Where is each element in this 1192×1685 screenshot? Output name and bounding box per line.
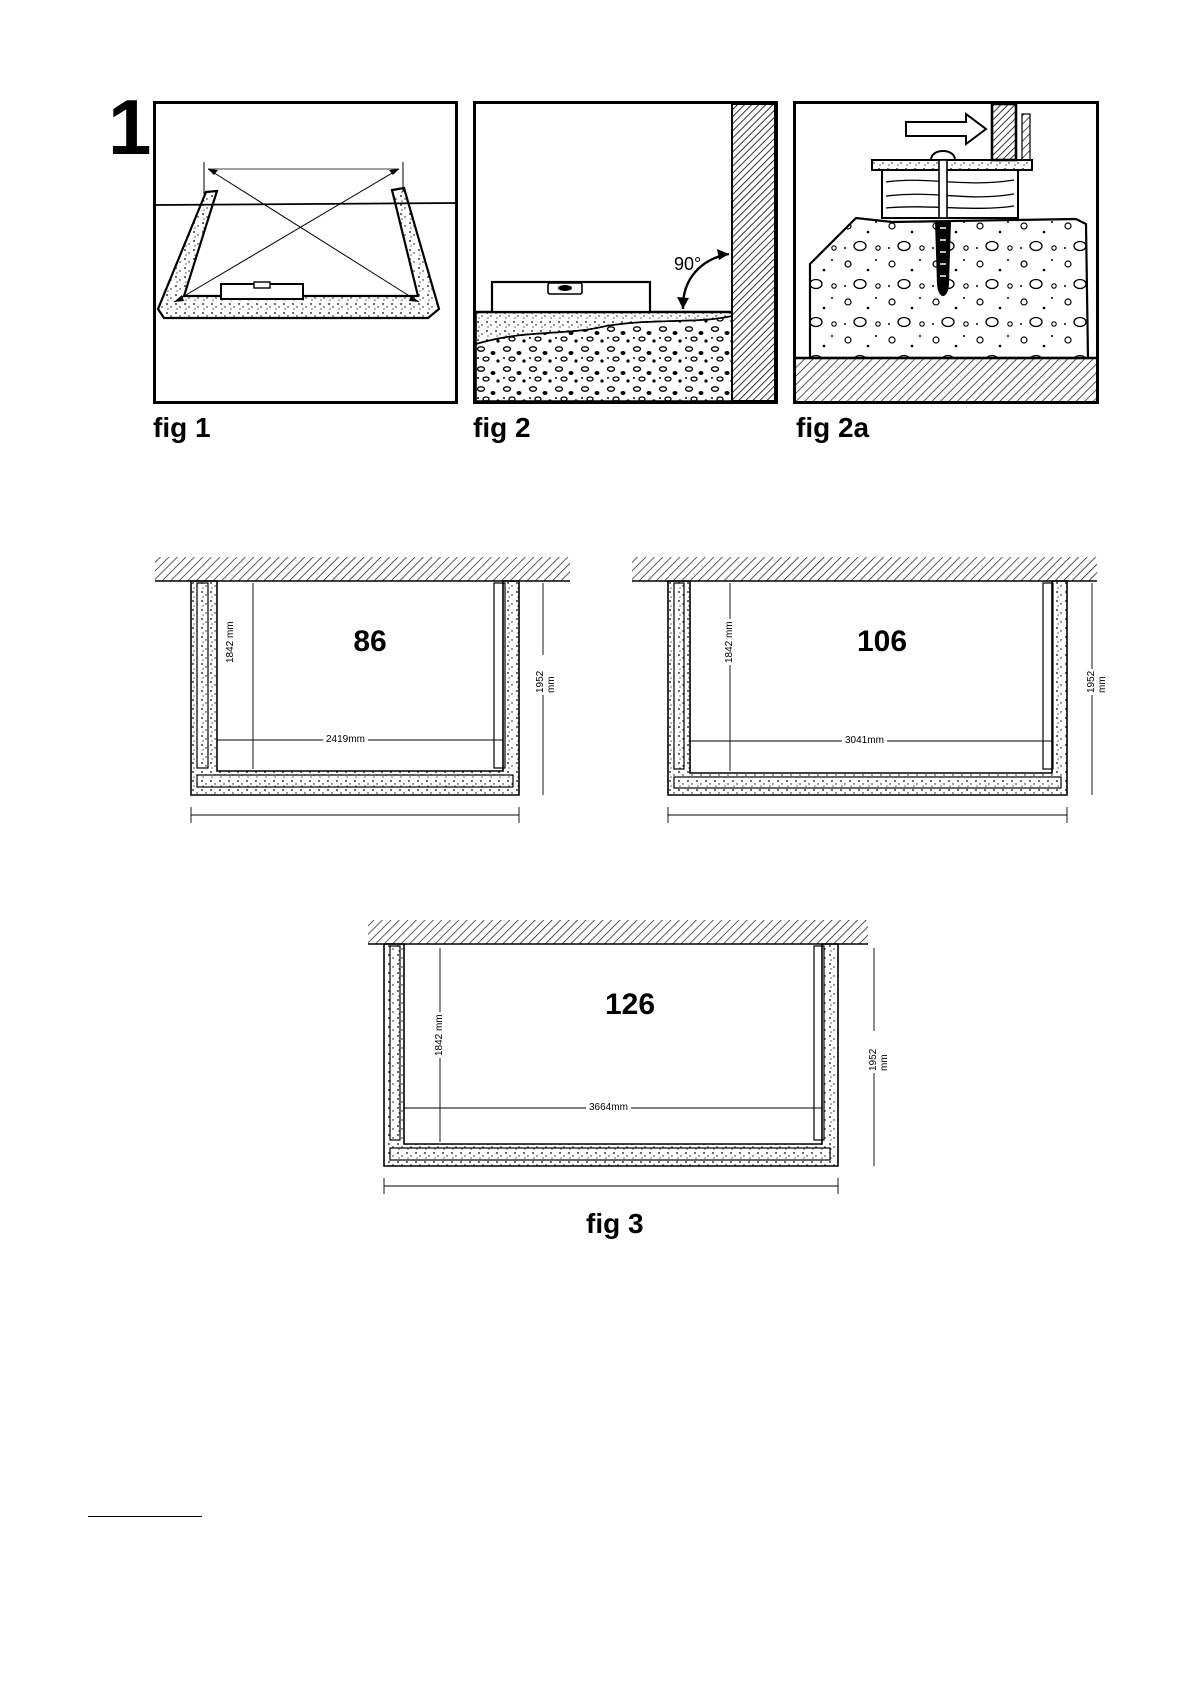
outer-height-label: 1952 mm: [535, 655, 557, 695]
fig2a-panel: [793, 101, 1099, 404]
ceiling-hatched: [632, 557, 1097, 581]
fig2-caption: fig 2: [473, 414, 531, 442]
step-number: 1: [108, 88, 151, 166]
footnote-rule: [88, 1516, 202, 1517]
inner-width-label: 3041mm: [842, 735, 887, 746]
ceiling-hatched: [155, 557, 570, 581]
inner-height-label: 1842 mm: [434, 1012, 445, 1058]
inner-height-label: 1842 mm: [225, 619, 236, 665]
direction-arrow-icon: [906, 114, 986, 144]
plan-model-label: 106: [832, 625, 932, 659]
plan-126: 126 3664mm 1842 mm 1952 mm: [360, 908, 910, 1198]
top-plate: [872, 160, 1032, 170]
ceiling-hatched: [368, 920, 868, 944]
spirit-level-icon: [492, 282, 650, 312]
timber-block: [882, 170, 1018, 218]
fig2-panel: 90°: [473, 101, 778, 404]
inner-height-label: 1842 mm: [724, 619, 735, 665]
spirit-level-icon: [221, 282, 303, 299]
fig2a-caption: fig 2a: [796, 414, 869, 442]
plan-106: 106 3041mm 1842 mm 1952 mm: [632, 545, 1102, 825]
panel-section: [992, 104, 1016, 160]
frame-outline: [668, 581, 1067, 795]
frame-outline: [191, 581, 519, 795]
wall-hatched: [732, 104, 775, 401]
diagonal-measure-lines: [174, 162, 419, 302]
angle-label: 90°: [674, 254, 701, 275]
inner-width-label: 2419mm: [323, 734, 368, 745]
fig3-caption: fig 3: [586, 1210, 644, 1238]
fig1-panel: [153, 101, 458, 404]
inner-width-label: 3664mm: [586, 1102, 631, 1113]
outer-height-label: 1952 mm: [868, 1031, 890, 1073]
plan-86: 86 2419mm 1842 mm 1952 mm: [155, 545, 575, 825]
outer-height-label: 1952 mm: [1086, 669, 1108, 695]
plan-model-label: 126: [580, 988, 680, 1022]
frame-outline: [384, 944, 838, 1166]
fig1-caption: fig 1: [153, 414, 211, 442]
plan-model-label: 86: [330, 625, 410, 659]
ground-hatched: [796, 358, 1096, 401]
